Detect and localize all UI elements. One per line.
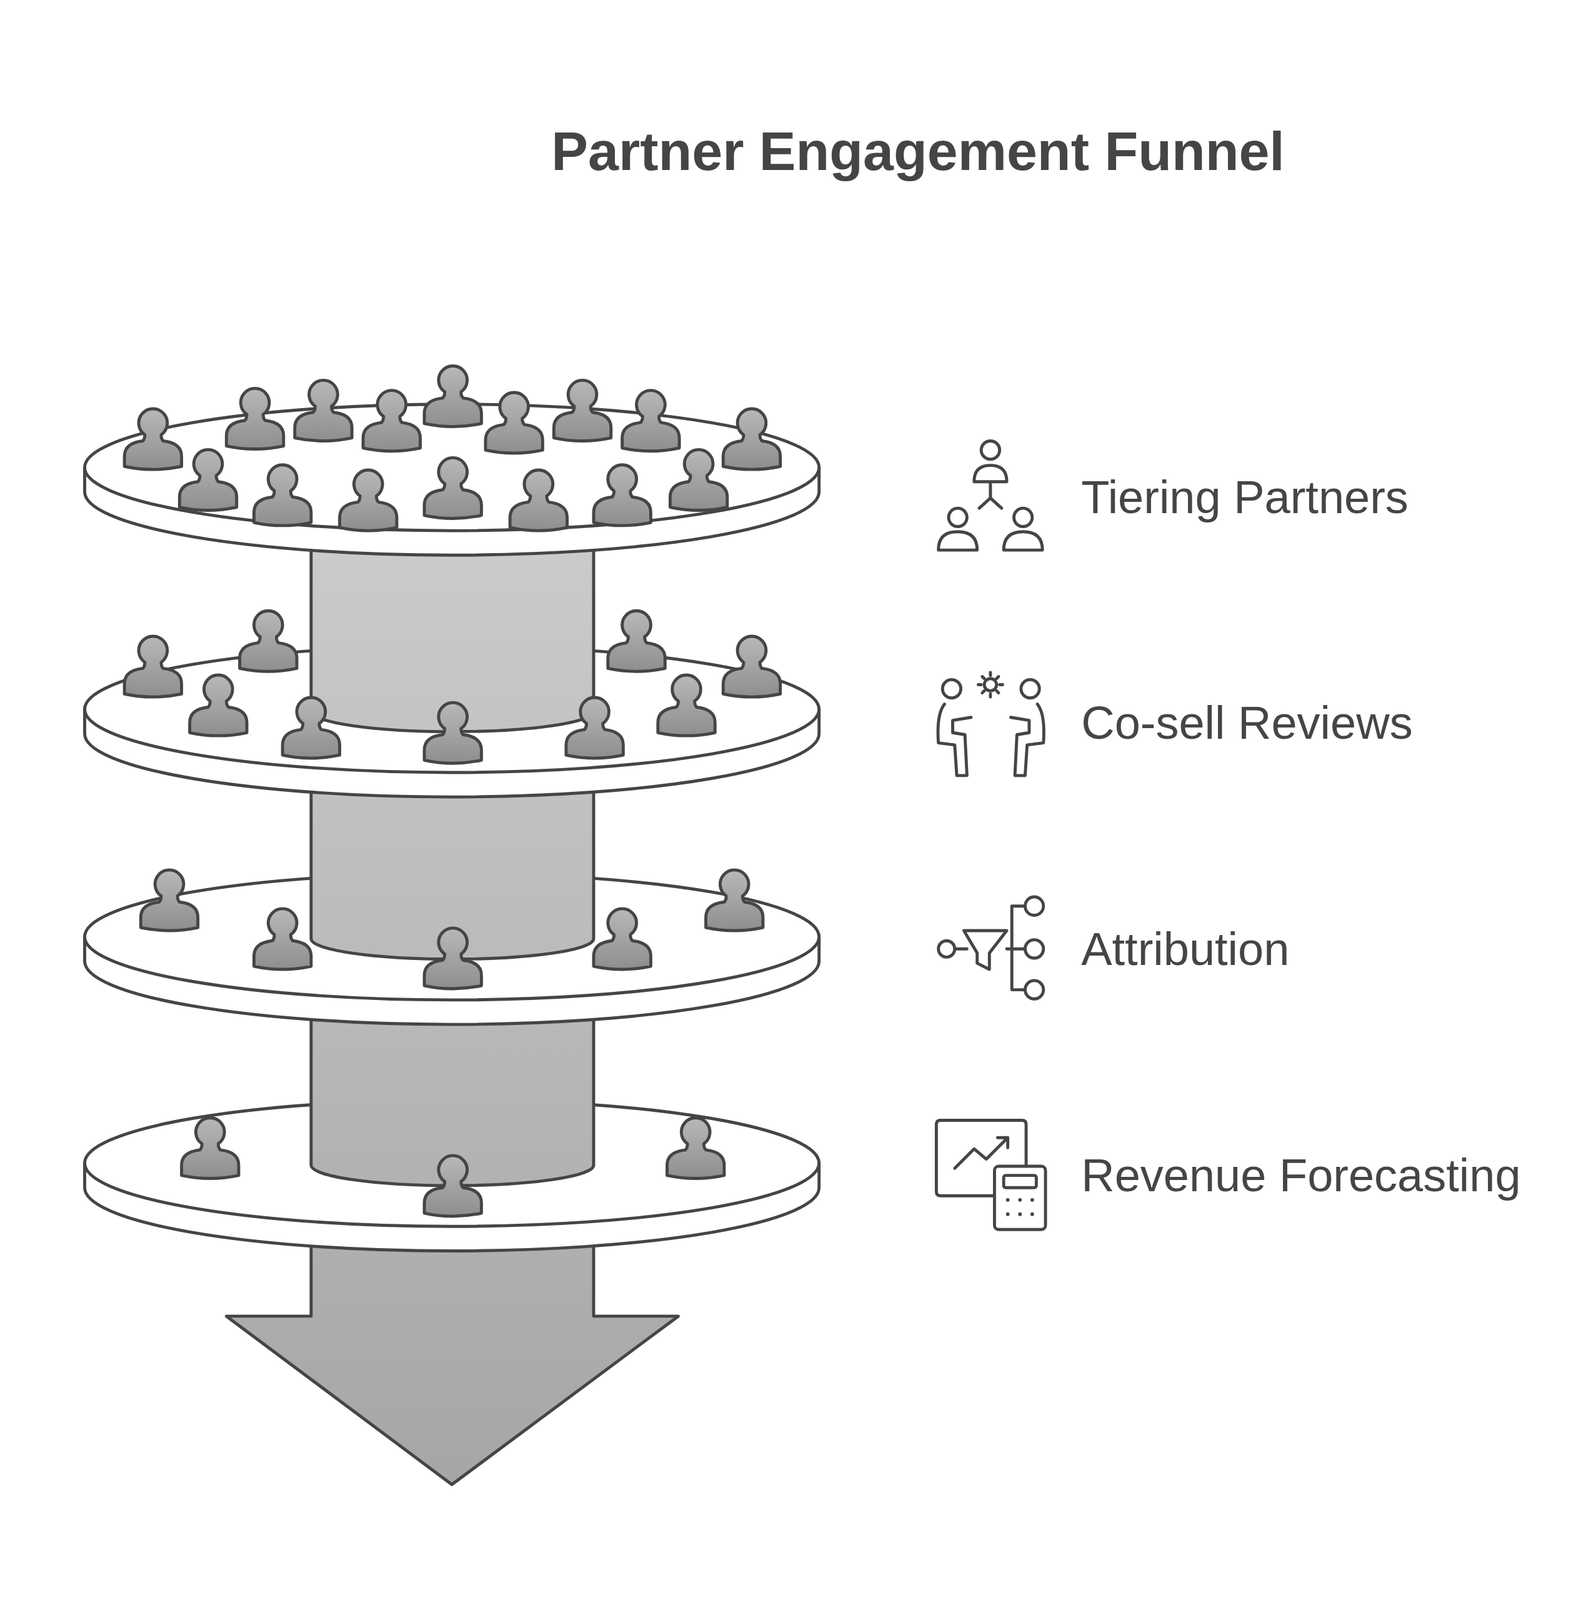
icon-seated-person (937, 704, 972, 776)
person-figure (140, 869, 198, 931)
icon-calc-key (1017, 1212, 1022, 1217)
icon-branch (1006, 906, 1025, 990)
person-figure (424, 702, 482, 764)
person-figure (485, 392, 543, 454)
stage-label: Attribution (1081, 922, 1290, 976)
icon-calc-key (1030, 1197, 1035, 1202)
stage-label: Co-sell Reviews (1081, 695, 1413, 749)
icon-trend (954, 1137, 1008, 1168)
person-figure (658, 674, 715, 736)
icon-head (981, 440, 1000, 459)
person-figure (593, 464, 651, 526)
icon-head (1013, 508, 1032, 527)
person-figure (339, 469, 397, 531)
person-figure (424, 927, 482, 989)
icon-node (1024, 939, 1043, 958)
funnel-level (84, 365, 819, 555)
icon-calc-key (1030, 1212, 1035, 1217)
icon-seated-person (1011, 704, 1045, 776)
person-figure (189, 674, 247, 736)
person-figure (608, 610, 665, 672)
person-figure (282, 697, 340, 759)
person-figure (424, 365, 482, 427)
icon-node (938, 940, 955, 957)
icon-gear-teeth (977, 672, 1003, 697)
icon-node (1024, 980, 1043, 999)
person-figure (723, 408, 780, 470)
person-figure (566, 697, 624, 759)
diagram-title: Partner Engagement Funnel (551, 119, 1285, 184)
person-figure (509, 469, 567, 531)
icon-branch (979, 483, 1002, 509)
icon-gear (984, 678, 997, 692)
stage-label: Revenue Forecasting (1081, 1148, 1521, 1202)
icon-calculator (994, 1166, 1046, 1230)
person-figure (179, 449, 237, 510)
icon-calc-screen (1003, 1175, 1037, 1188)
person-figure (706, 869, 764, 931)
person-figure (424, 1155, 482, 1217)
person-figure (253, 464, 311, 526)
person-figure (666, 1117, 724, 1178)
person-figure (124, 408, 182, 470)
icon-shoulders (974, 465, 1007, 482)
icon-head (942, 679, 961, 698)
icon-calc-key (1006, 1212, 1010, 1217)
person-figure (181, 1117, 239, 1178)
icon-head (948, 508, 967, 527)
stage-label: Tiering Partners (1081, 469, 1409, 524)
funnel-group (84, 365, 819, 1485)
person-figure (124, 636, 182, 697)
down-arrow (226, 1239, 679, 1485)
person-figure (669, 449, 727, 510)
person-figure (294, 379, 352, 441)
person-figure (239, 610, 297, 672)
person-figure (253, 908, 311, 970)
person-figure (424, 457, 482, 519)
person-figure (622, 390, 680, 452)
icon-head (1021, 679, 1040, 698)
icon-node (1024, 896, 1043, 915)
person-figure (363, 390, 420, 452)
icon-shoulders (938, 531, 978, 550)
person-figure (723, 636, 780, 697)
icon-chart-frame (936, 1120, 1027, 1197)
icon-calc-key (1017, 1197, 1022, 1202)
person-figure (593, 908, 651, 970)
person-figure (226, 388, 284, 449)
icon-funnel (963, 930, 1007, 970)
person-figure (553, 379, 611, 441)
stage-icons (936, 440, 1046, 1230)
icon-shoulders (1003, 531, 1043, 550)
icon-link (954, 947, 968, 951)
icon-calc-key (1006, 1197, 1010, 1202)
